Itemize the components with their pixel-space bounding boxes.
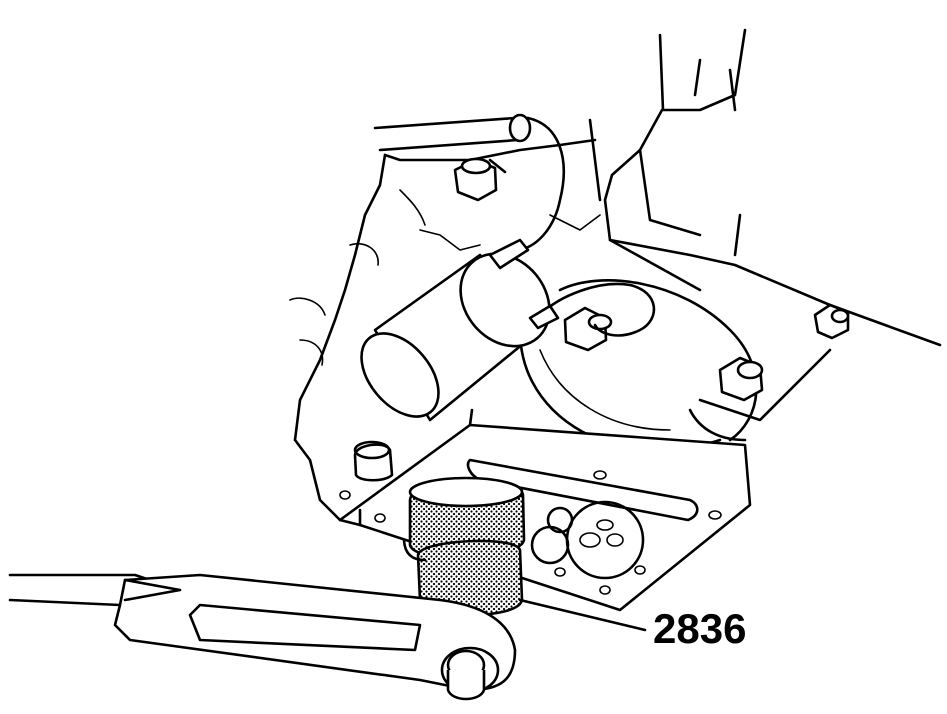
torque-wrench — [8, 573, 517, 701]
flange-plate — [338, 408, 752, 612]
engine-block — [289, 28, 942, 522]
callout-leader-line — [518, 598, 647, 632]
pipe — [373, 113, 532, 152]
callout-label-2836: 2836 — [653, 605, 747, 652]
socket-tool — [402, 476, 526, 617]
capacitor — [360, 116, 656, 422]
